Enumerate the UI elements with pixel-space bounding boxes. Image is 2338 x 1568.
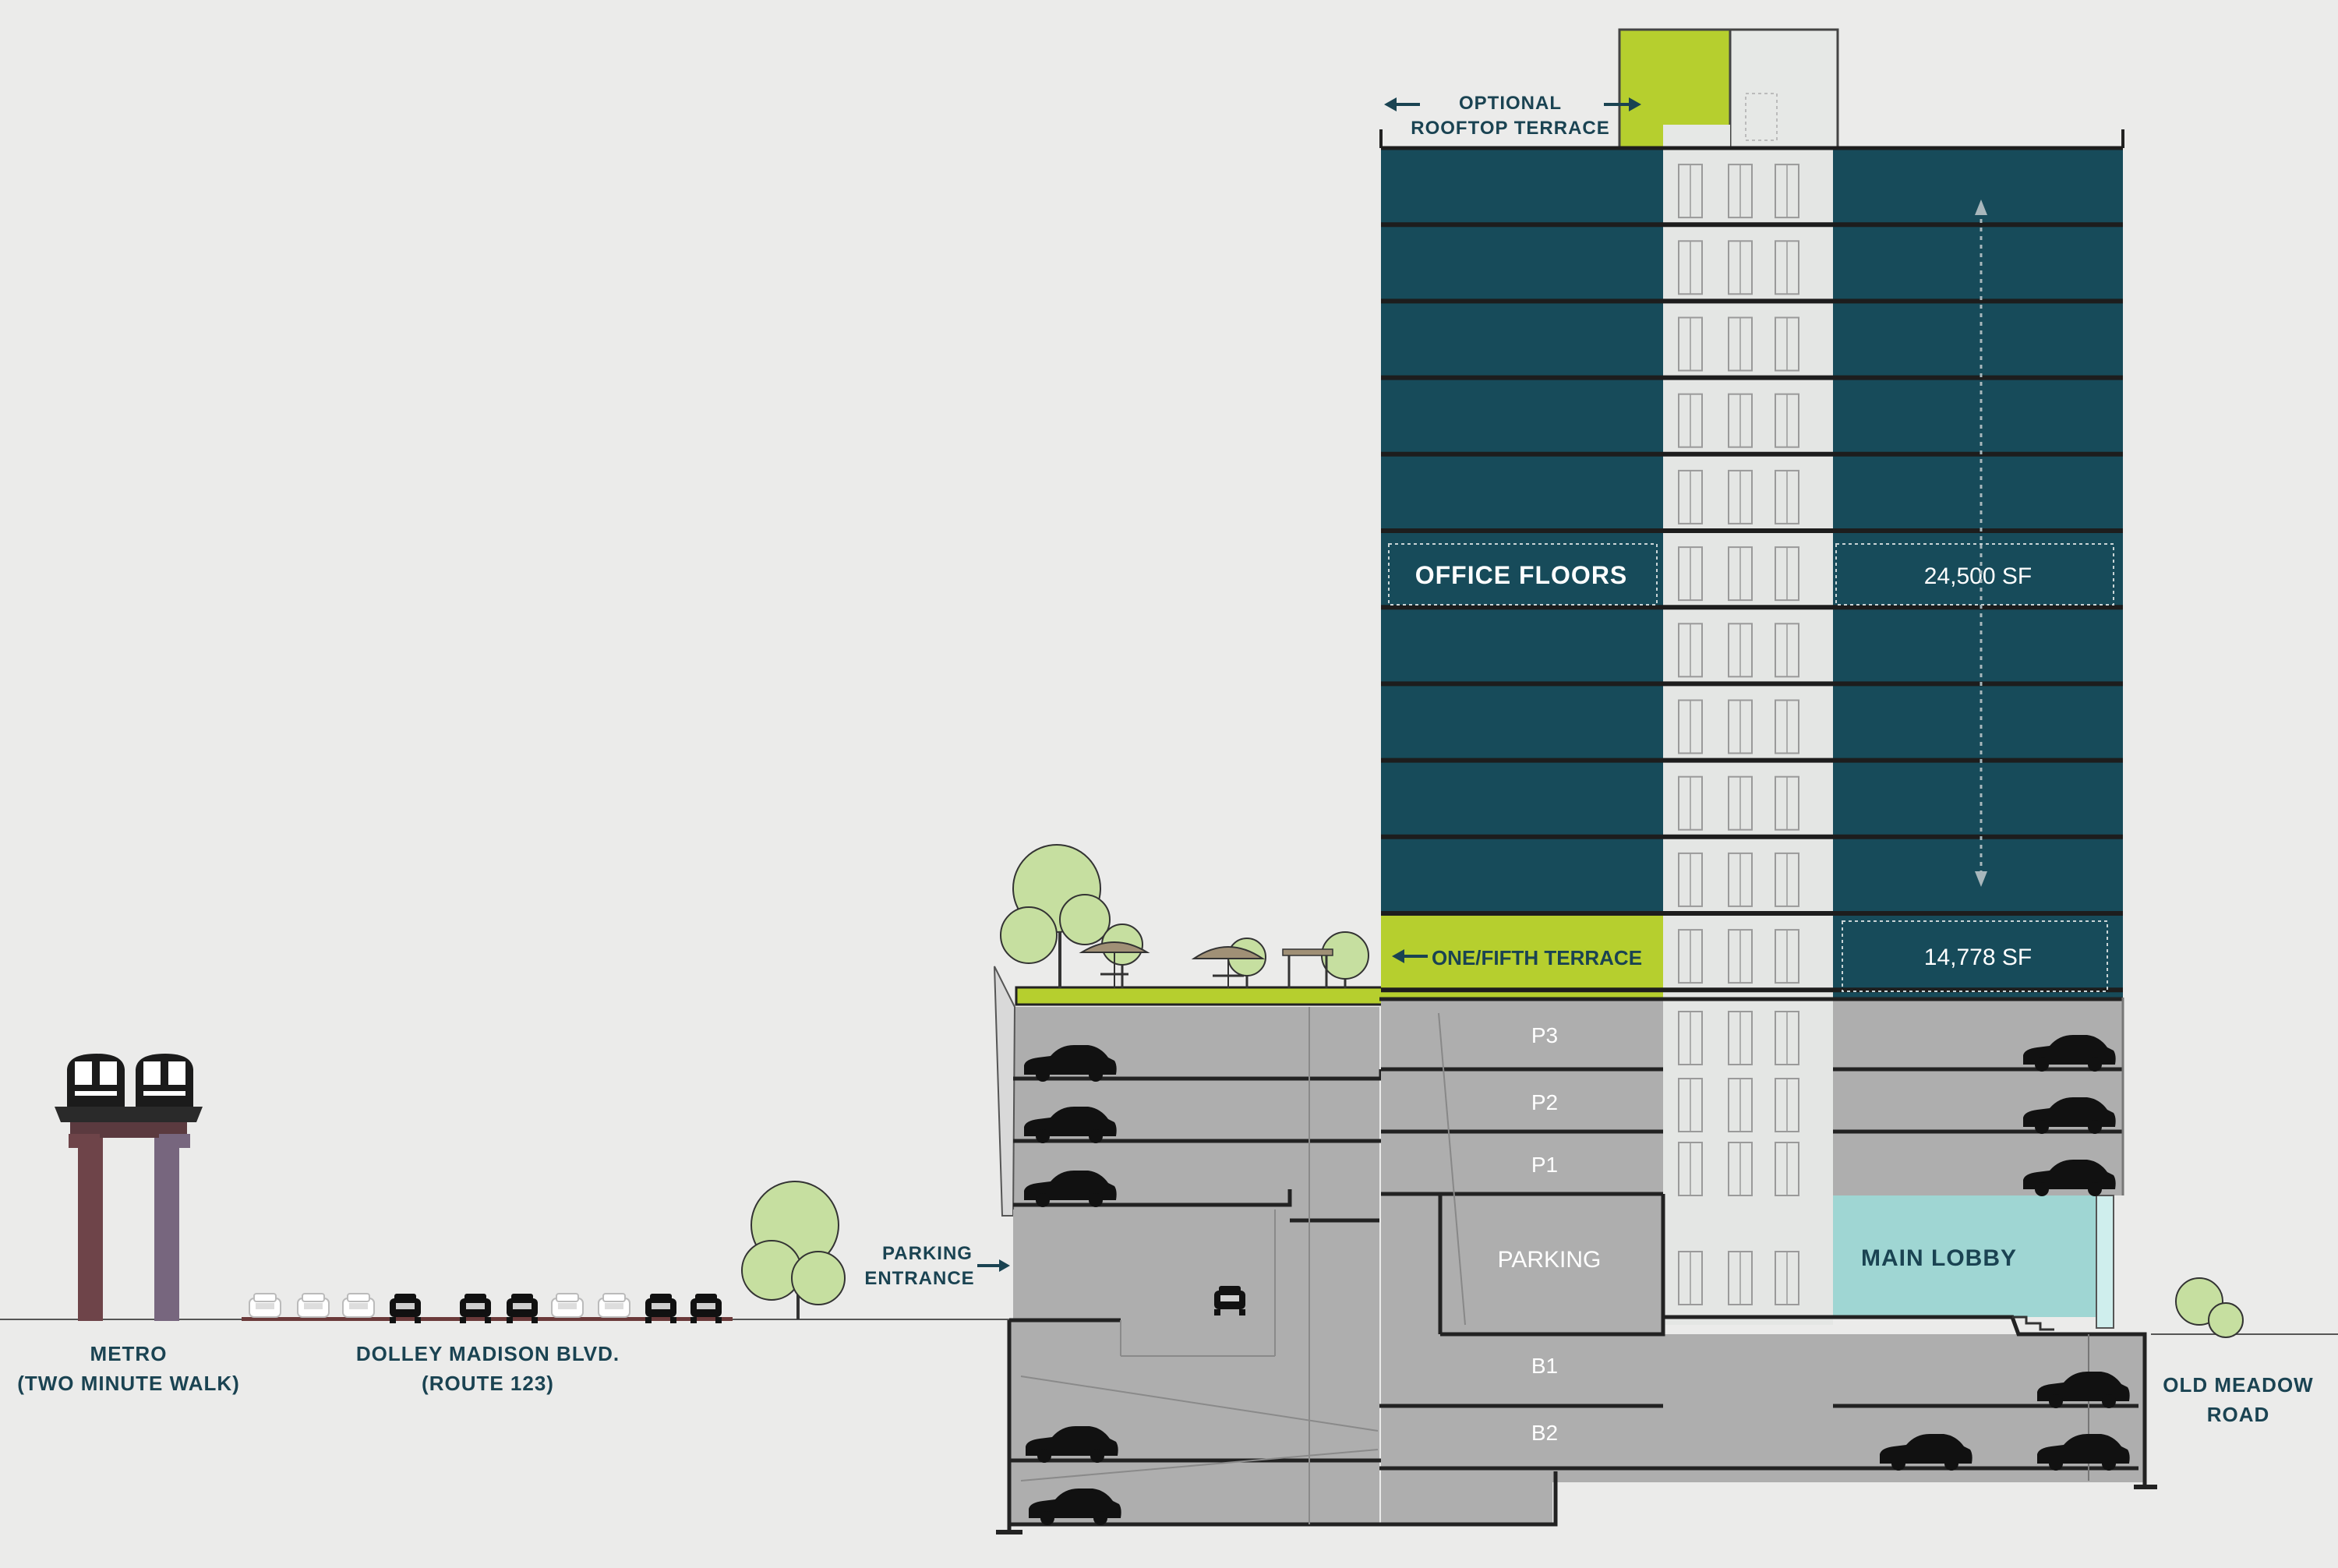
office-sf-label-box	[1835, 543, 2114, 606]
rooftop-label-1: OPTIONAL	[1459, 93, 1562, 114]
parking-entrance-label-1: PARKING	[882, 1243, 973, 1264]
road-label-2: ROAD	[2207, 1403, 2270, 1426]
terrace-sf-label-box	[1842, 920, 2108, 992]
p1-label: P1	[1531, 1153, 1558, 1177]
b1-label: B1	[1531, 1354, 1558, 1378]
dimension-arrow-icon	[1975, 200, 1987, 887]
parking-entrance-label-2: ENTRANCE	[864, 1268, 974, 1289]
blvd-label-1: DOLLEY MADISON BLVD.	[356, 1342, 620, 1365]
b2-label: B2	[1531, 1421, 1558, 1445]
podium-ground-parking	[1013, 1210, 1379, 1320]
arrow-left-icon	[1392, 949, 1428, 963]
car-icon	[297, 1293, 330, 1318]
main-lobby	[1833, 1195, 2096, 1317]
one-fifth-terrace	[1381, 913, 1663, 998]
tree-icon	[1101, 923, 1143, 988]
pergola-icon	[1282, 948, 1333, 988]
office-floors-label-box	[1388, 543, 1658, 606]
metro-train-icon	[136, 1054, 193, 1107]
car-icon	[598, 1293, 630, 1318]
metro-label-2: (TWO MINUTE WALK)	[17, 1372, 240, 1395]
office-floors-label: OFFICE FLOORS	[1415, 561, 1628, 589]
building-core	[1663, 148, 1833, 1325]
umbrella-table-icon	[1079, 941, 1150, 988]
office-sf-label: 24,500 SF	[1924, 563, 2032, 589]
car-icon	[249, 1293, 281, 1318]
arrow-right-icon	[1604, 97, 1641, 111]
metro-station	[55, 1054, 203, 1321]
terrace-level-office	[1833, 913, 2123, 998]
blvd-label-2: (ROUTE 123)	[422, 1372, 554, 1395]
umbrella-table-icon	[1191, 946, 1266, 988]
tower-slabs	[1381, 146, 2123, 993]
road-label-1: OLD MEADOW	[2163, 1373, 2313, 1397]
tower-basement	[1381, 1334, 2145, 1482]
one-fifth-terrace-label: ONE/FIFTH TERRACE	[1432, 946, 1642, 969]
tree-icon	[1321, 931, 1369, 988]
p2-label: P2	[1531, 1090, 1558, 1114]
metro-train-icon	[67, 1054, 125, 1107]
tree-icon	[1227, 938, 1266, 988]
tower-basement-lower	[1381, 1471, 1552, 1526]
arrow-left-icon	[1384, 97, 1420, 111]
lobby-stairs	[2012, 1315, 2054, 1331]
main-lobby-label: MAIN LOBBY	[1861, 1245, 2017, 1271]
amenity-terrace-deck	[1015, 986, 1386, 1006]
car-icon	[551, 1293, 584, 1318]
rooftop-core	[1663, 125, 1730, 148]
tower-parking-west	[1381, 998, 1663, 1334]
podium-facade	[994, 966, 1016, 1217]
tree-icon	[1000, 844, 1111, 988]
parking-label: PARKING	[1498, 1247, 1602, 1273]
tower-lower-slabs	[1379, 997, 2157, 1527]
lobby-glazing	[2096, 1195, 2114, 1329]
arrow-right-icon	[977, 1259, 1010, 1272]
tree-icon	[2175, 1277, 2244, 1338]
p3-label: P3	[1531, 1023, 1558, 1047]
car-icon	[342, 1293, 375, 1318]
parking-ramps	[1020, 1007, 1379, 1524]
tree-icon	[741, 1181, 846, 1319]
terrace-sf-label: 14,778 SF	[1924, 945, 2032, 970]
metro-label-1: METRO	[90, 1342, 168, 1365]
rooftop-label-2: ROOFTOP TERRACE	[1411, 118, 1609, 139]
